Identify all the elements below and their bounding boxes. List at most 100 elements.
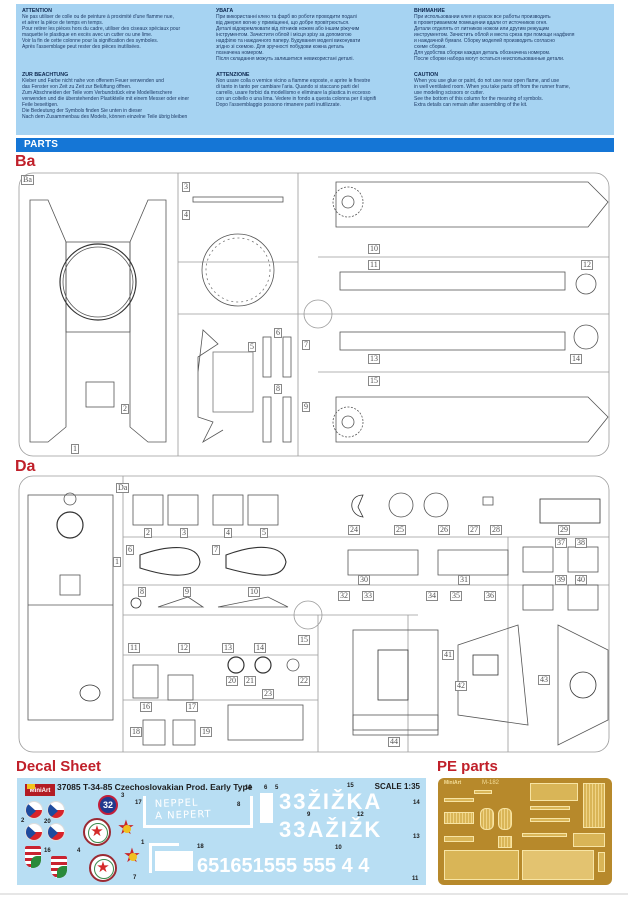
warning-heading: CAUTION xyxy=(414,72,439,78)
part-number: 17 xyxy=(186,702,198,712)
hungarian-shield-icon xyxy=(25,846,41,868)
red-star-roundel-icon: ★ xyxy=(83,818,111,846)
hungarian-shield-icon xyxy=(51,856,67,878)
pe-part xyxy=(530,818,570,822)
part-number: 14 xyxy=(254,643,266,653)
decal-number: 12 xyxy=(357,812,364,818)
czech-roundel-icon xyxy=(25,823,43,841)
part-number: 5 xyxy=(248,342,256,352)
part-number: 8 xyxy=(138,587,146,597)
decal-number: 10 xyxy=(335,845,342,851)
czech-roundel-icon xyxy=(25,801,43,819)
decal-sheet: MiniArt 37085 T-34-85 Czechoslovakian Pr… xyxy=(17,778,426,885)
warning-italian: ATTENZIONE Non usare colla o vernice vic… xyxy=(216,72,410,108)
pe-part xyxy=(522,850,594,880)
part-number: 9 xyxy=(302,402,310,412)
warning-heading: ZUR BEACHTUNG xyxy=(22,72,69,78)
part-number: 12 xyxy=(178,643,190,653)
czech-roundel-icon xyxy=(47,801,65,819)
part-number: 24 xyxy=(348,525,360,535)
warning-english: CAUTION When you use glue or paint, do n… xyxy=(414,72,610,108)
pe-part xyxy=(474,790,492,794)
warning-german: ZUR BEACHTUNG Kleber und Farbe nicht nah… xyxy=(22,72,214,120)
fender-bottom xyxy=(335,396,609,443)
part-number: 25 xyxy=(394,525,406,535)
slogan-decal: NEPPEL A NEPERT xyxy=(155,797,212,823)
part-number: 18 xyxy=(130,727,142,737)
white-block-decal xyxy=(155,851,193,871)
part-number: 2 xyxy=(144,528,152,538)
decal-number: 20 xyxy=(44,819,51,825)
sprue-da-diagram: Da 1 2 3 4 5 6 7 8 9 10 11 12 13 14 15 1… xyxy=(18,475,610,753)
pe-part xyxy=(573,833,605,847)
decal-number: 1 xyxy=(141,840,145,846)
part-number: 6 xyxy=(274,328,282,338)
miniart-logo: MiniArt xyxy=(25,784,55,796)
part-number: 35 xyxy=(450,591,462,601)
part-number: 41 xyxy=(442,650,454,660)
part-number: 8 xyxy=(274,384,282,394)
name-decal-2: 33AŽIŽK xyxy=(279,817,383,842)
decal-number: 16 xyxy=(44,848,51,854)
part-number: 38 xyxy=(575,538,587,548)
sprocket-icon xyxy=(332,186,364,218)
turret-ring xyxy=(59,243,137,321)
part-number: 42 xyxy=(455,681,467,691)
part-number: 11 xyxy=(128,643,140,653)
fender-top xyxy=(335,181,609,228)
hull-side-right xyxy=(129,199,167,443)
part-number: 15 xyxy=(368,376,380,386)
decal-number: 11 xyxy=(412,876,419,882)
pe-part xyxy=(444,850,519,880)
sprue-da-drawing xyxy=(18,475,610,753)
pe-part xyxy=(444,812,474,824)
pe-parts-title: PE parts xyxy=(437,758,498,775)
part-number: 7 xyxy=(212,545,220,555)
decal-sheet-title: Decal Sheet xyxy=(16,758,102,775)
sprue-ba-title: Ba xyxy=(15,153,36,170)
pe-part xyxy=(530,783,578,801)
sprue-hub xyxy=(293,600,323,630)
slogan-line-2: A NEPERT xyxy=(155,809,212,822)
decal-number: 9 xyxy=(307,812,311,818)
decal-number: 4 xyxy=(77,848,81,854)
pe-part xyxy=(598,852,605,872)
part-number: 31 xyxy=(458,575,470,585)
decal-scale: SCALE 1:35 xyxy=(374,782,420,791)
part-number: 20 xyxy=(226,676,238,686)
part-number: 37 xyxy=(555,538,567,548)
warning-text: Ne pas utiliser de colle ou de peinture … xyxy=(22,14,181,50)
sprue-ba-diagram: Ba 1 2 3 4 5 6 7 8 9 10 11 12 13 14 15 xyxy=(18,172,610,457)
part-number: 39 xyxy=(555,575,567,585)
part-number: 4 xyxy=(182,210,190,220)
decal-number: 7 xyxy=(133,875,137,881)
part-number: 26 xyxy=(438,525,450,535)
white-bar-decal xyxy=(260,793,273,823)
part-number: 28 xyxy=(490,525,502,535)
photo-etch-fret: MiniArt M-182 xyxy=(438,778,612,885)
part-number: 5 xyxy=(260,528,268,538)
part-number: 29 xyxy=(558,525,570,535)
warning-french: ATTENTION Ne pas utiliser de colle ou de… xyxy=(22,8,214,50)
red-star-roundel-icon: ★ xyxy=(89,854,117,882)
sprue-tag: Da xyxy=(116,483,130,493)
decal-number: 5 xyxy=(275,785,279,791)
decal-number: 8 xyxy=(237,802,241,808)
warning-heading: УВАГА xyxy=(216,8,234,14)
yellow-star-icon: ★ xyxy=(123,845,141,867)
part-number: 14 xyxy=(570,354,582,364)
part-number: 32 xyxy=(338,591,350,601)
pe-part xyxy=(444,836,474,842)
part-number: 19 xyxy=(200,727,212,737)
parts-header-label: PARTS xyxy=(24,139,59,150)
part-number: 1 xyxy=(113,557,121,567)
warning-ukrainian: УВАГА При використанні клею та фарб во р… xyxy=(216,8,410,62)
part-number: 36 xyxy=(484,591,496,601)
pe-fret-code: M-182 xyxy=(482,780,500,786)
decal-product-title: 37085 T-34-85 Czechoslovakian Prod. Earl… xyxy=(57,782,253,792)
part-number: 12 xyxy=(581,260,593,270)
part-number: 27 xyxy=(468,525,480,535)
decal-number: 17 xyxy=(135,800,142,806)
yellow-star-icon: ★ xyxy=(117,817,135,839)
part-number: 9 xyxy=(183,587,191,597)
